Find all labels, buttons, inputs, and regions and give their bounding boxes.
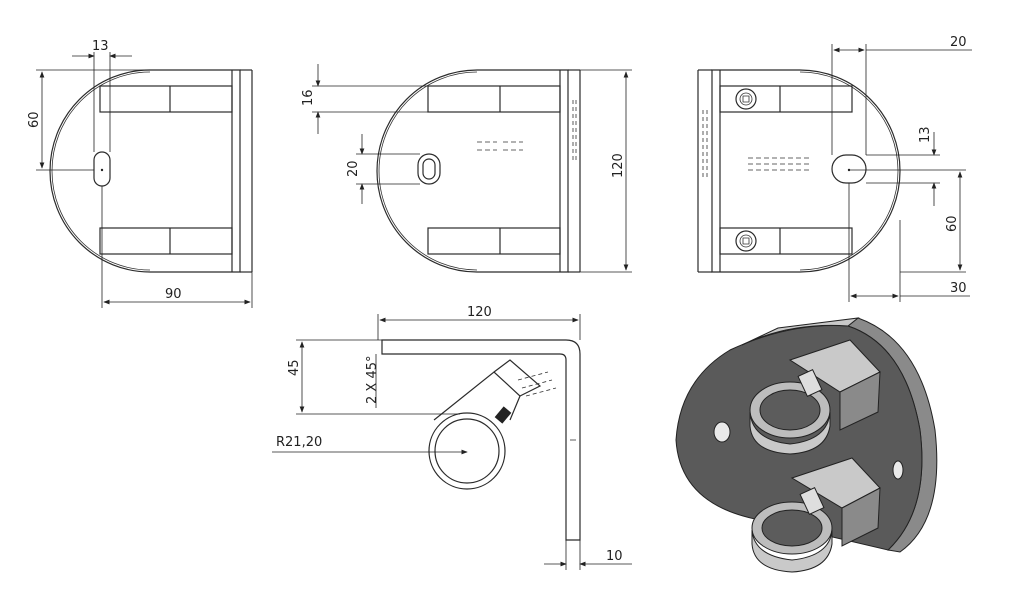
dim-side-thickness: 16 — [301, 89, 316, 106]
dim-right-width: 30 — [950, 281, 967, 296]
dim-front-height: 60 — [27, 111, 42, 128]
right-view: 20 13 60 30 — [697, 35, 972, 302]
isometric-render — [675, 317, 938, 573]
front-view: 13 60 90 — [27, 39, 253, 308]
dim-radius: R21,20 — [276, 435, 322, 450]
dim-front-width: 90 — [165, 287, 182, 302]
dim-right-offset: 20 — [950, 35, 967, 50]
dim-right-height: 60 — [945, 215, 960, 232]
dim-right-slot: 13 — [918, 126, 933, 143]
dim-chamfer: 2 X 45° — [365, 356, 380, 404]
dim-top-height: 45 — [287, 359, 302, 376]
side-view: 16 20 120 — [301, 64, 632, 273]
dim-side-slot: 20 — [346, 160, 361, 177]
dim-front-slot-width: 13 — [92, 39, 109, 54]
top-view: 120 45 2 X 45° R21,20 10 — [272, 305, 632, 570]
dim-thickness: 10 — [606, 549, 623, 564]
dim-side-height: 120 — [611, 153, 626, 178]
dim-top-length: 120 — [467, 305, 492, 320]
